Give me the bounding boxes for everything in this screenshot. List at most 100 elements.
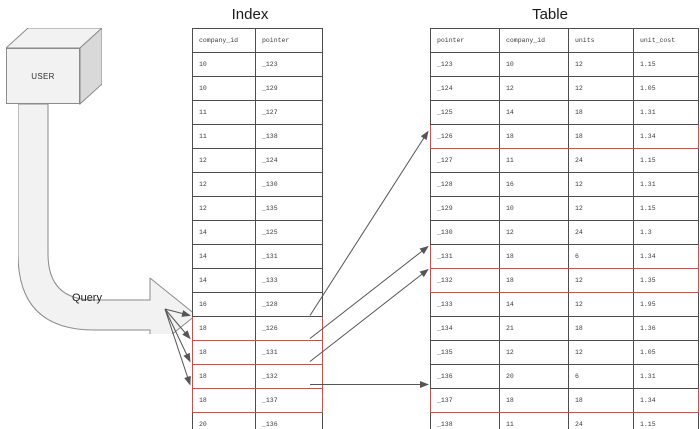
table-row-highlighted: 18_132: [192, 364, 323, 389]
cell-pointer: _126: [430, 124, 500, 149]
cell-company_id: 10: [499, 52, 569, 77]
cell-unit_cost: 1.15: [633, 412, 699, 429]
cell-unit_cost: 1.34: [633, 124, 699, 149]
cell-pointer: _132: [430, 268, 500, 293]
cell-pointer: _130: [255, 172, 323, 197]
table-row: 12_130: [192, 172, 323, 197]
table-row: 14_125: [192, 220, 323, 245]
cell-company_id: 18: [499, 124, 569, 149]
query-arrow-shape: [17, 103, 197, 353]
cell-pointer: _130: [430, 220, 500, 245]
cell-unit_cost: 1.31: [633, 100, 699, 125]
column-header-units: units: [568, 28, 634, 53]
cell-unit_cost: 1.15: [633, 52, 699, 77]
cell-pointer: _136: [430, 364, 500, 389]
cell-company_id: 14: [499, 100, 569, 125]
cell-units: 18: [568, 388, 634, 413]
cell-company_id: 10: [192, 76, 256, 101]
cell-pointer: _133: [430, 292, 500, 317]
cell-units: 24: [568, 148, 634, 173]
cell-units: 6: [568, 244, 634, 269]
cell-pointer: _135: [255, 196, 323, 221]
cell-company_id: 12: [499, 340, 569, 365]
cell-company_id: 14: [192, 220, 256, 245]
cell-pointer: _128: [255, 292, 323, 317]
cell-pointer: _127: [430, 148, 500, 173]
table-row: 10_129: [192, 76, 323, 101]
cell-unit_cost: 1.95: [633, 292, 699, 317]
cell-unit_cost: 1.3: [633, 220, 699, 245]
column-header-company_id: company_id: [499, 28, 569, 53]
cell-unit_cost: 1.15: [633, 196, 699, 221]
cell-pointer: _138: [430, 412, 500, 429]
table-row-highlighted: 18_137: [192, 388, 323, 413]
cell-pointer: _129: [255, 76, 323, 101]
cell-company_id: 11: [192, 124, 256, 149]
cell-unit_cost: 1.15: [633, 148, 699, 173]
cell-company_id: 12: [192, 172, 256, 197]
column-header-pointer: pointer: [255, 28, 323, 53]
cell-unit_cost: 1.34: [633, 388, 699, 413]
index-to-table-arrow: [309, 130, 429, 316]
cell-units: 24: [568, 412, 634, 429]
cell-company_id: 14: [499, 292, 569, 317]
cell-company_id: 18: [192, 364, 256, 389]
cell-pointer: _134: [430, 316, 500, 341]
table-row: 16_128: [192, 292, 323, 317]
cell-pointer: _137: [255, 388, 323, 413]
cell-company_id: 21: [499, 316, 569, 341]
table-row: 11_138: [192, 124, 323, 149]
cell-units: 12: [568, 76, 634, 101]
cell-company_id: 16: [499, 172, 569, 197]
cell-pointer: _127: [255, 100, 323, 125]
user-box: USER: [4, 26, 104, 106]
index-title: Index: [231, 6, 269, 23]
cell-unit_cost: 1.35: [633, 268, 699, 293]
cell-pointer: _124: [430, 76, 500, 101]
cell-units: 24: [568, 220, 634, 245]
cell-pointer: _135: [430, 340, 500, 365]
table-row: 10_123: [192, 52, 323, 77]
cell-company_id: 16: [192, 292, 256, 317]
cell-pointer: _133: [255, 268, 323, 293]
cell-pointer: _123: [430, 52, 500, 77]
cell-company_id: 18: [499, 244, 569, 269]
cell-units: 12: [568, 52, 634, 77]
cell-unit_cost: 1.31: [633, 172, 699, 197]
cell-pointer: _136: [255, 412, 323, 429]
cell-pointer: _125: [255, 220, 323, 245]
cell-units: 12: [568, 172, 634, 197]
cell-company_id: 18: [499, 388, 569, 413]
cell-company_id: 18: [192, 316, 256, 341]
cell-pointer: _132: [255, 364, 323, 389]
query-arrow: [17, 103, 198, 353]
cell-units: 12: [568, 196, 634, 221]
cell-pointer: _124: [255, 148, 323, 173]
table-row-highlighted: 18_131: [192, 340, 323, 365]
cell-unit_cost: 1.05: [633, 76, 699, 101]
table-title: Table: [532, 6, 568, 23]
cell-units: 18: [568, 124, 634, 149]
cell-company_id: 12: [499, 76, 569, 101]
column-header-pointer: pointer: [430, 28, 500, 53]
cell-pointer: _131: [430, 244, 500, 269]
cell-pointer: _123: [255, 52, 323, 77]
